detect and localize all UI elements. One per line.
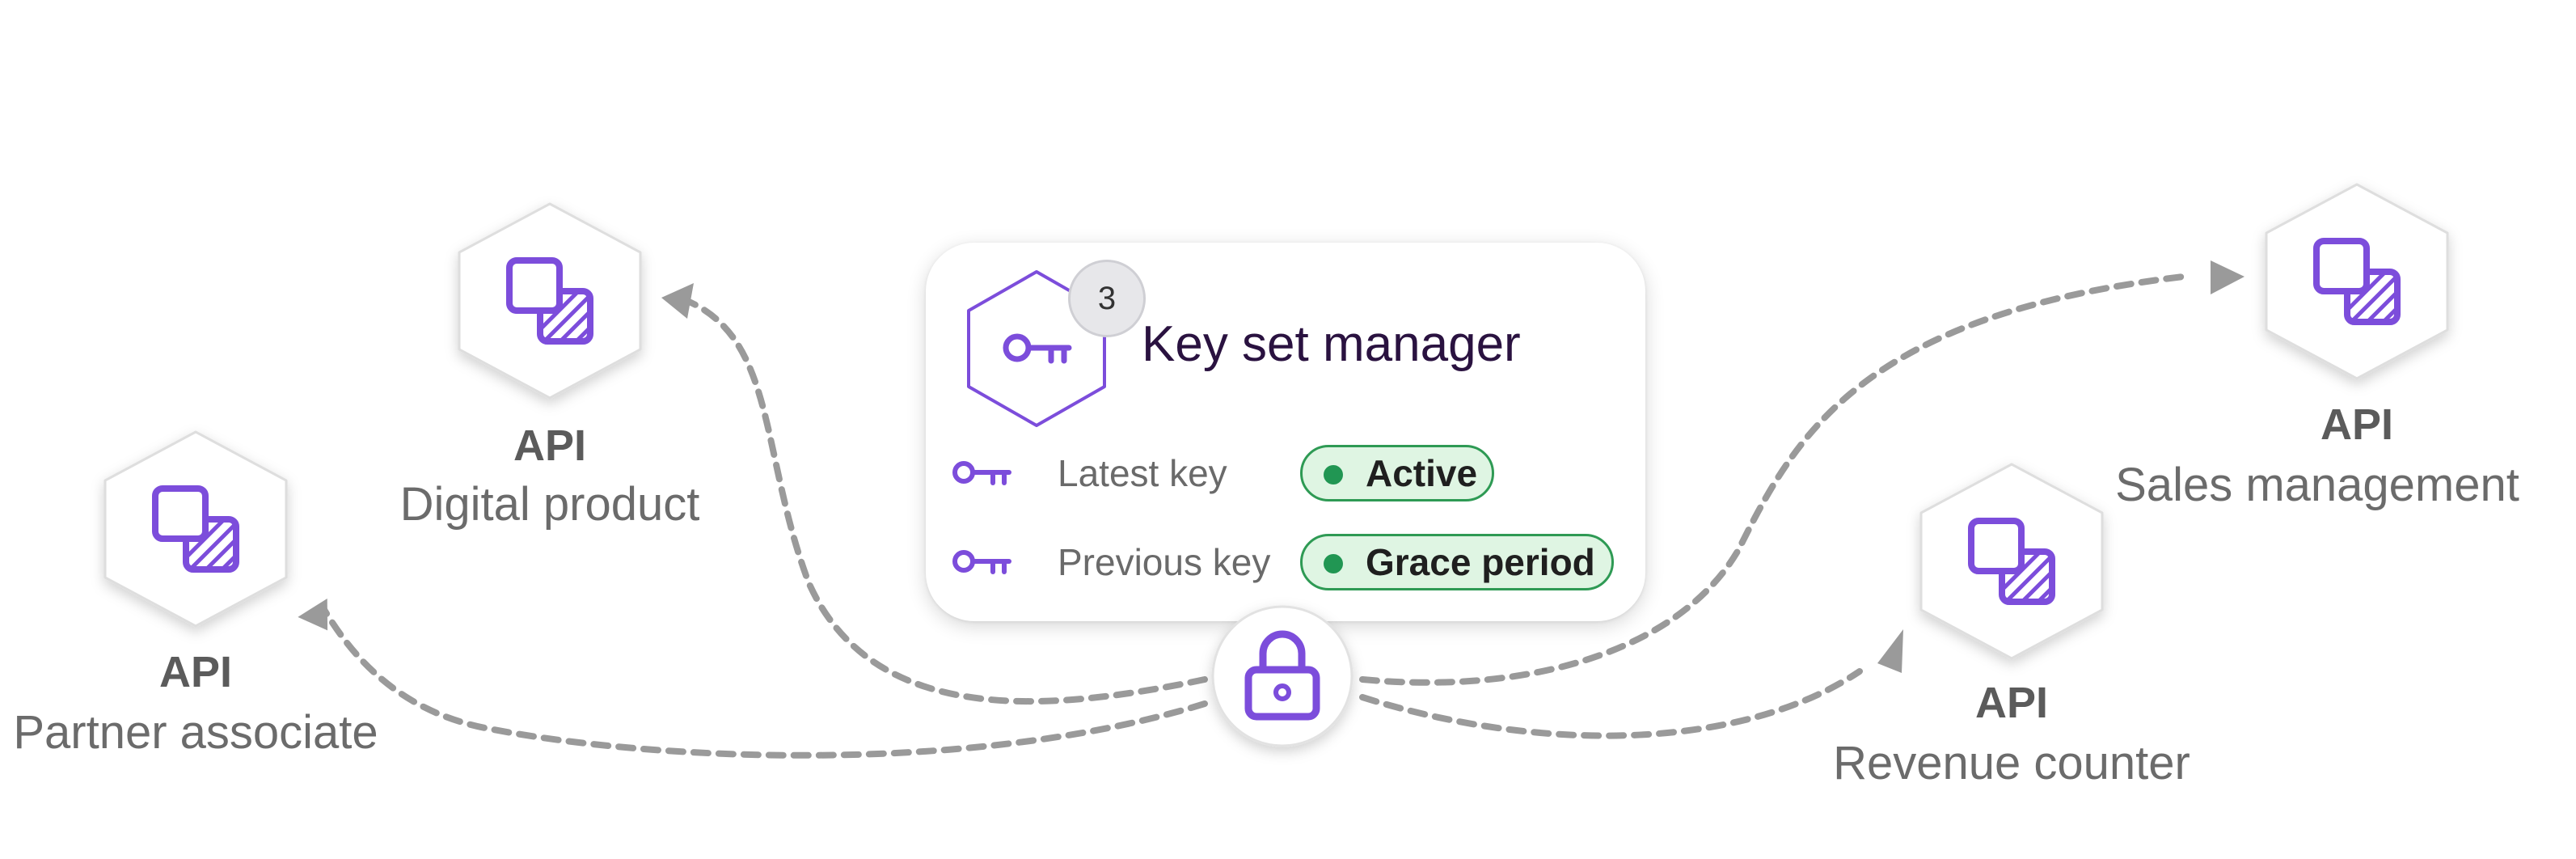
arrowhead-revenue-counter — [1877, 629, 1903, 673]
connector-to-partner-associate — [320, 605, 1208, 759]
api-name: Sales management — [2115, 459, 2519, 511]
key-count-badge: 3 — [1068, 260, 1146, 337]
connector-lines — [320, 273, 2186, 759]
api-name: Revenue counter — [1833, 737, 2190, 789]
status-dot — [1324, 554, 1343, 573]
connector-to-revenue-counter — [1359, 668, 1863, 739]
api-node-partner-associate[interactable] — [103, 430, 288, 628]
status-dot — [1324, 465, 1343, 485]
arrowhead-digital-product — [661, 283, 694, 319]
latest-key-label: Latest key — [1058, 452, 1227, 494]
previous-key-label: Previous key — [1058, 541, 1271, 583]
status-badge-grace-period: Grace period — [1300, 534, 1614, 590]
api-name: Partner associate — [13, 706, 378, 759]
arrowhead-partner-associate — [298, 598, 328, 631]
api-node-digital-product[interactable] — [458, 202, 642, 400]
api-title: API — [2320, 400, 2394, 449]
status-badge-active: Active — [1300, 445, 1494, 501]
card-title: Key set manager — [1142, 316, 1521, 372]
status-text: Grace period — [1366, 541, 1595, 583]
connector-to-digital-product — [684, 298, 1208, 705]
connector-arrowheads — [298, 260, 2244, 673]
api-title: API — [513, 421, 587, 470]
api-node-revenue-counter[interactable] — [1919, 463, 2104, 660]
status-text: Active — [1366, 452, 1478, 494]
api-node-sales-management[interactable] — [2265, 183, 2449, 380]
arrowhead-sales-management — [2211, 260, 2244, 294]
connector-to-sales-management — [1359, 273, 2186, 686]
api-name: Digital product — [399, 478, 700, 531]
api-title: API — [158, 648, 233, 696]
api-title: API — [1974, 679, 2049, 727]
